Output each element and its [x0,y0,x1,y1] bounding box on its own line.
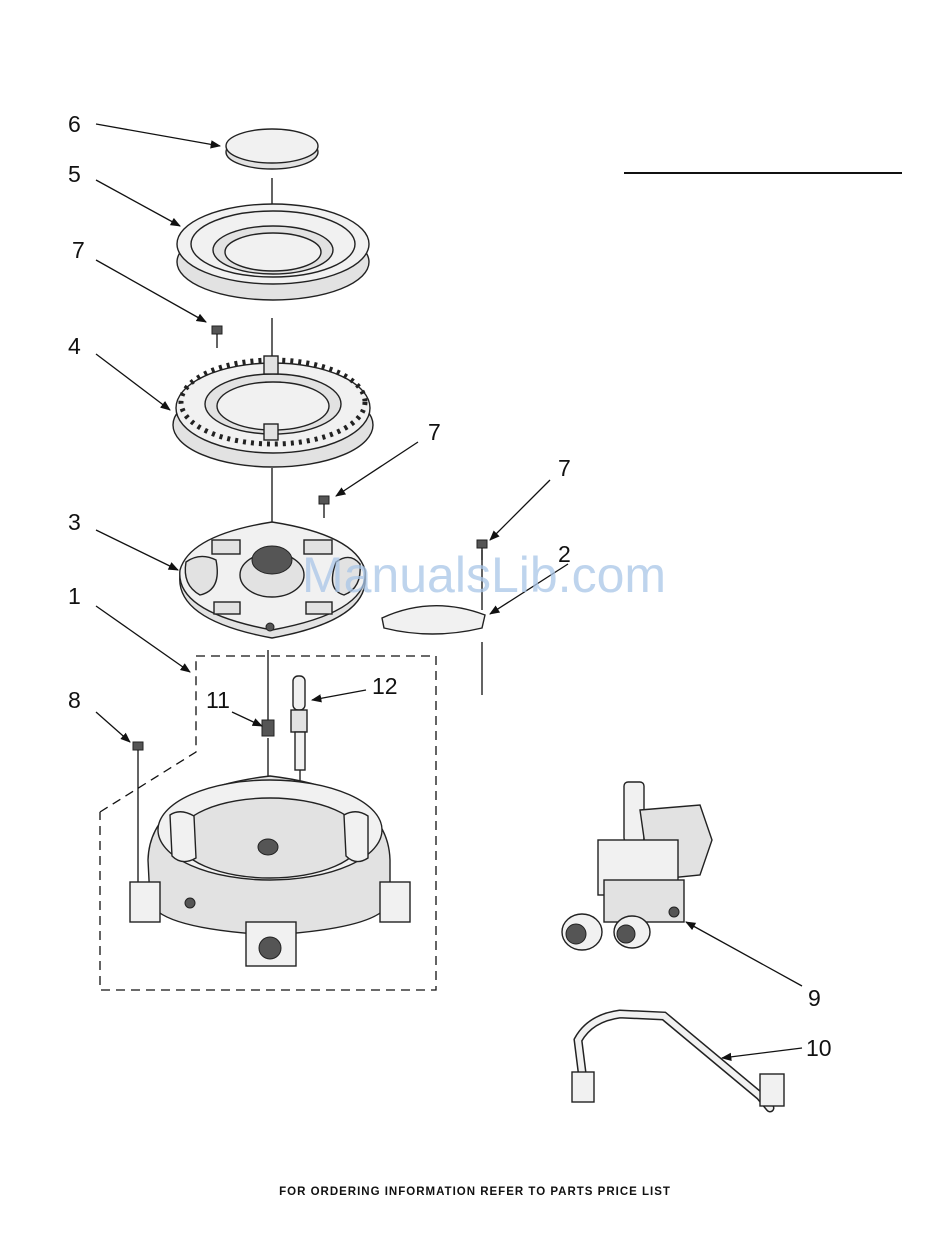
burner-ring-part-5 [177,204,369,300]
watermark-text: ManualsLib.com [302,547,666,603]
gas-valve-part-9 [562,782,712,950]
gas-tube-part-10 [572,1014,784,1108]
callout-2: 2 [558,541,571,567]
callout-11: 11 [206,687,230,713]
callout-7: 7 [558,455,571,481]
callout-12: 12 [372,673,398,699]
screw-part-7a [212,326,222,348]
burner-base-housing [130,776,410,966]
callout-3: 3 [68,509,81,535]
callout-1: 1 [68,583,81,609]
callout-5: 5 [68,161,81,187]
callout-10: 10 [806,1035,832,1061]
callout-4: 4 [68,333,81,359]
callout-9: 9 [808,985,821,1011]
clip-part-2 [382,606,485,634]
callout-6: 6 [68,111,81,137]
footer-note: FOR ORDERING INFORMATION REFER TO PARTS … [0,1186,950,1198]
screw-part-8 [133,742,143,765]
callout-7: 7 [72,237,85,263]
burner-cap-part-6 [226,129,318,169]
electrode-part-12 [291,676,307,770]
callout-8: 8 [68,687,81,713]
burner-base-part-4 [173,356,373,467]
screw-part-7b [319,496,329,518]
callout-7: 7 [428,419,441,445]
orifice-part-11 [262,720,274,736]
